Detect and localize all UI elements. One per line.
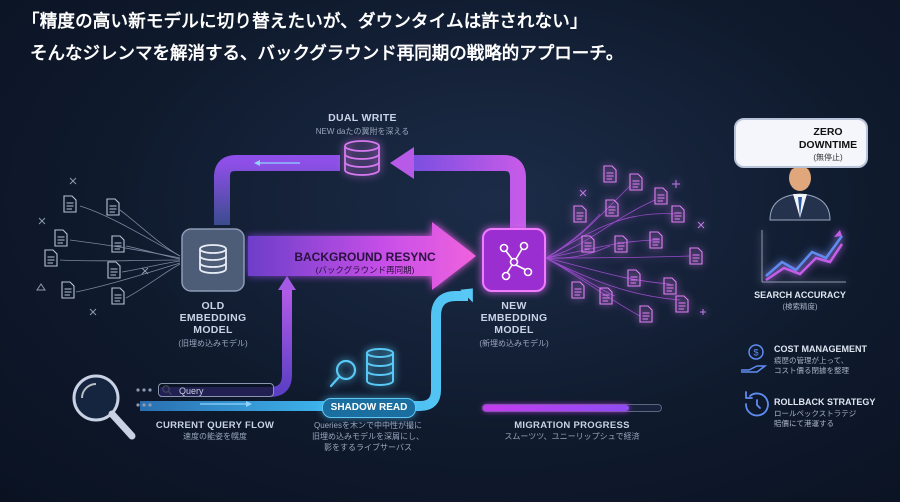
document-icon	[571, 281, 585, 299]
new-model-line-2: EMBEDDING	[480, 312, 548, 324]
rollback-strategy-title: ROLLBACK STRATEGY	[774, 397, 876, 407]
shadow-read-arrow	[140, 291, 468, 411]
current-query-flow-subtitle: 速度の能姿を幌度	[183, 432, 247, 441]
new-model-line-1: NEW	[501, 300, 527, 312]
document-icon	[629, 173, 643, 191]
background-resync-arrow	[248, 222, 476, 290]
rollback-icon	[745, 391, 769, 417]
zero-downtime-line-2: DOWNTIME	[798, 139, 858, 151]
headline-line-2: そんなジレンマを解消する、バックグラウンド再同期の戦略的アプローチ。	[30, 43, 624, 63]
network-icon	[499, 241, 533, 281]
current-query-arrowhead	[278, 276, 296, 290]
cost-management-line-2: コスト價る閉據を整理	[774, 366, 849, 375]
old-model-subtitle: (旧埋め込みモデル)	[178, 339, 248, 348]
shadow-read-line-3: 影をするライブサーバス	[324, 443, 412, 452]
document-icon	[61, 281, 75, 299]
document-icon	[689, 247, 703, 265]
dual-write-subtitle: NEW daたの翼附を深える	[315, 127, 410, 136]
new-model-subtitle: (新埋め込みモデル)	[479, 339, 549, 348]
document-icon	[675, 295, 689, 313]
migration-progress-bar	[482, 404, 662, 412]
zero-downtime-subtitle: (無停止)	[813, 153, 843, 162]
shadow-read-badge: SHADOW READ	[322, 398, 416, 418]
dual-write-arrow-left	[214, 155, 340, 225]
new-model-line-3: MODEL	[494, 324, 534, 336]
document-icon	[106, 198, 120, 216]
zero-downtime-line-1: ZERO	[813, 126, 843, 138]
cost-management-line-1: 痕歴の管理が上って、	[774, 356, 849, 365]
shadow-read-line-2: 旧埋め込みモデルを深屑にし、	[312, 432, 424, 441]
dual-write-arrow-right	[412, 155, 526, 228]
migration-progress-fill	[483, 405, 629, 411]
svg-text:$: $	[753, 348, 758, 358]
document-icon	[654, 187, 668, 205]
search-icon	[329, 359, 357, 388]
database-icon	[199, 244, 227, 274]
target-documents-cluster	[545, 165, 706, 323]
document-icon	[663, 277, 677, 295]
growth-chart-icon	[761, 230, 846, 283]
document-icon	[573, 205, 587, 223]
current-query-flow-title: CURRENT QUERY FLOW	[155, 420, 275, 431]
document-icon	[639, 305, 653, 323]
search-icon	[72, 374, 136, 440]
document-icon	[603, 165, 617, 183]
document-icon	[63, 195, 77, 213]
new-embedding-model-box	[482, 228, 546, 292]
shadow-read-arrowhead	[460, 288, 473, 303]
document-icon	[599, 287, 613, 305]
old-model-line-2: EMBEDDING	[179, 312, 247, 324]
zero-downtime-card: ZERO DOWNTIME (無停止)	[734, 118, 868, 168]
shadow-read-line-1: Queriesを木ンで中中性が撮に	[313, 421, 422, 430]
document-icon	[54, 229, 68, 247]
dual-write-arrow-left-head	[254, 160, 300, 166]
document-icon	[627, 269, 641, 287]
document-icon	[44, 249, 58, 267]
background-resync-title: BACKGROUND RESYNC	[294, 250, 436, 264]
source-documents-cluster	[36, 177, 181, 316]
query-input[interactable]: Query	[158, 383, 274, 397]
database-icon	[344, 140, 380, 176]
old-model-line-1: OLD	[201, 300, 225, 312]
migration-progress-subtitle: スムーツツ、ユニーリップシュで経済	[504, 432, 640, 441]
rollback-strategy-line-1: ロールペックストラテジ	[774, 409, 857, 418]
old-embedding-model-box	[181, 228, 245, 292]
old-model-line-3: MODEL	[193, 324, 233, 336]
search-accuracy-title: SEARCH ACCURACY	[754, 290, 846, 300]
cost-hand-icon: $	[741, 344, 768, 373]
database-icon	[366, 348, 394, 386]
document-icon	[111, 287, 125, 305]
migration-progress-title: MIGRATION PROGRESS	[514, 420, 630, 431]
cost-management-title: COST MANAGEMENT	[774, 344, 867, 354]
document-icon	[111, 235, 125, 253]
businessman-icon	[769, 160, 831, 221]
background-resync-subtitle: (バックグラウンド再同期)	[315, 265, 415, 275]
search-accuracy-subtitle: (検索精度)	[782, 302, 818, 311]
rollback-strategy-line-2: 賠價にて港運する	[774, 419, 834, 428]
document-icon	[107, 261, 121, 279]
query-dots	[136, 388, 152, 407]
dual-write-arrowhead	[390, 147, 414, 179]
headline-line-1: 「精度の高い新モデルに切り替えたいが、ダウンタイムは許されない」	[22, 11, 588, 31]
dual-write-title: DUAL WRITE	[328, 112, 397, 124]
